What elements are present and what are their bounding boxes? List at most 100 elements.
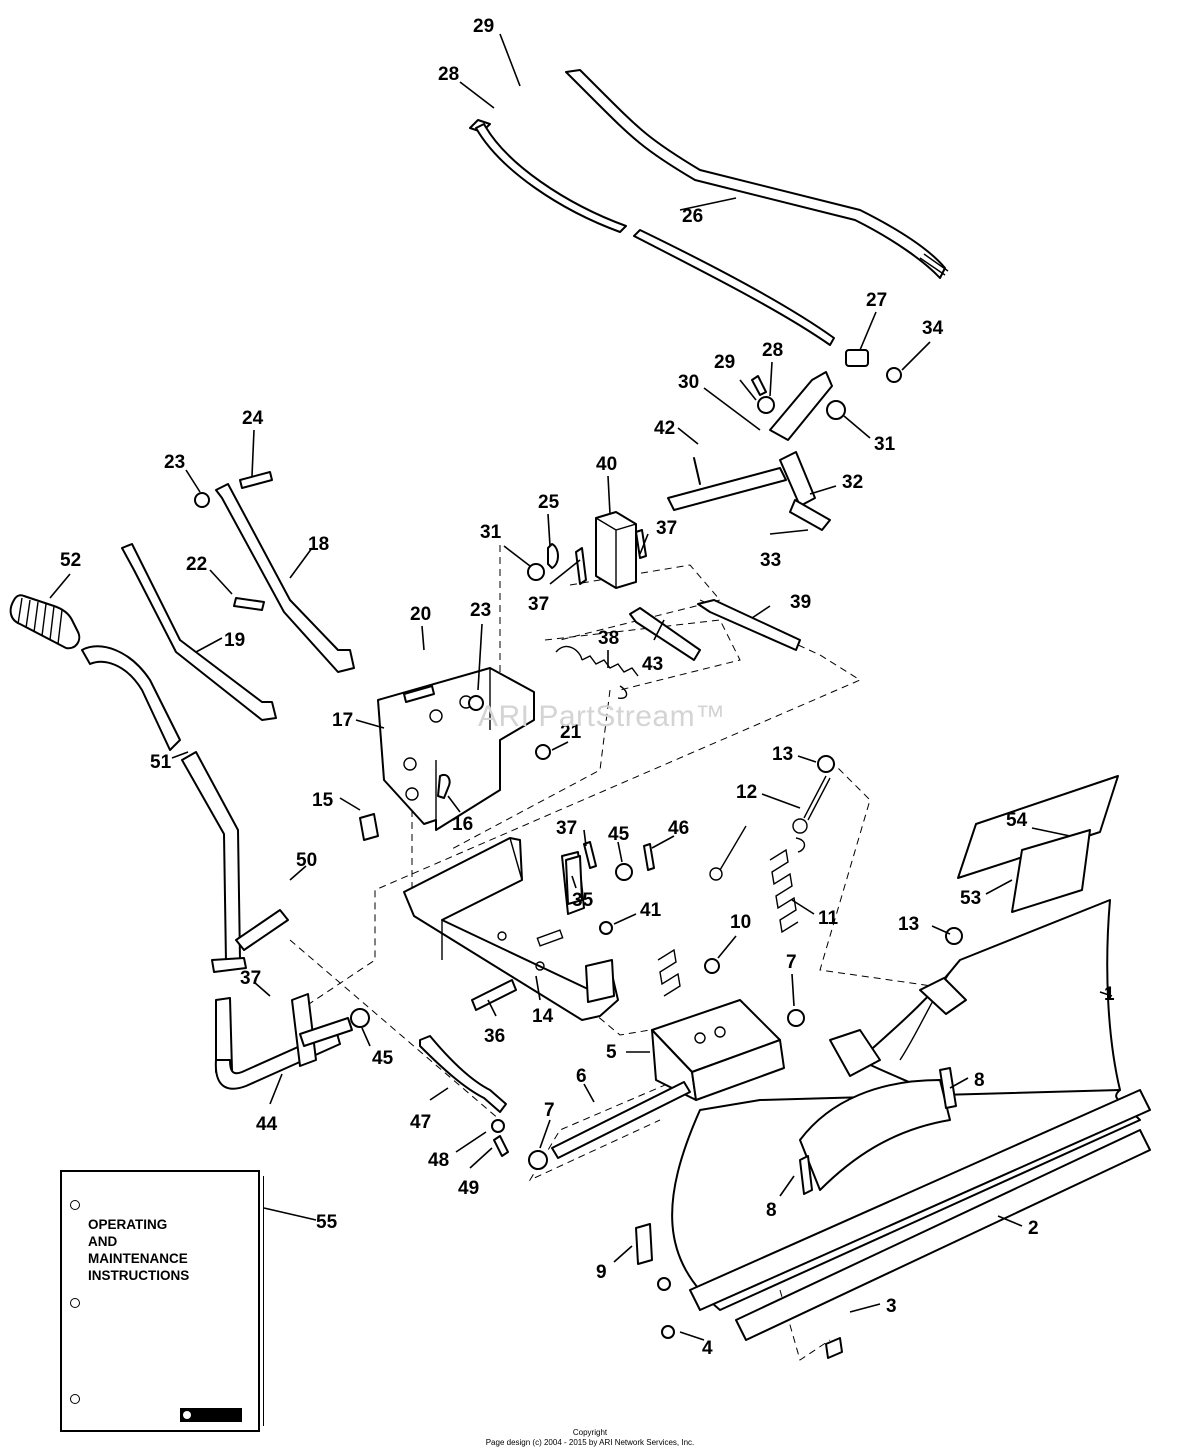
callout-28: 28 [438, 64, 459, 85]
callout-41: 41 [640, 900, 662, 921]
callout-1: 1 [1104, 984, 1115, 1005]
callout-54: 54 [1006, 810, 1028, 831]
copyright-notice: Copyright Page design (c) 2004 - 2015 by… [420, 1428, 760, 1448]
part-38-spring [555, 645, 639, 700]
callout-31: 31 [874, 434, 896, 455]
callout-29: 29 [714, 352, 735, 373]
watermark: ARI PartStream™ [478, 700, 726, 733]
callout-19: 19 [224, 630, 245, 651]
callout-10: 10 [730, 912, 751, 933]
callout-31: 31 [480, 522, 502, 543]
callout-49: 49 [458, 1178, 479, 1199]
callout-7: 7 [786, 952, 797, 973]
part-44-pin-handle [214, 993, 370, 1090]
callout-44: 44 [256, 1114, 278, 1135]
part-52-grip [9, 594, 81, 650]
callout-36: 36 [484, 1026, 505, 1047]
callout-23: 23 [164, 452, 185, 473]
callout-24: 24 [242, 408, 264, 429]
callout-40: 40 [596, 454, 617, 475]
callout-46: 46 [668, 818, 689, 839]
callout-17: 17 [332, 710, 353, 731]
callout-53: 53 [960, 888, 981, 909]
callout-35: 35 [572, 890, 594, 911]
part-47-linkage [419, 1035, 509, 1157]
binder-hole [70, 1298, 80, 1308]
part-9-bolt [635, 1223, 671, 1291]
callout-5: 5 [606, 1042, 617, 1063]
copyright-line-2: Page design (c) 2004 - 2015 by ARI Netwo… [485, 1438, 695, 1447]
callout-43: 43 [642, 654, 663, 675]
part-17-bracket [359, 667, 551, 841]
callout-48: 48 [428, 1150, 449, 1171]
part-11-spring [657, 825, 806, 997]
part-39-link [629, 599, 801, 661]
callout-30: 30 [678, 372, 699, 393]
manual-logo [180, 1408, 242, 1422]
part-26-rod [469, 69, 949, 346]
callout-11: 11 [818, 908, 839, 929]
callout-13: 13 [898, 914, 919, 935]
callout-51: 51 [150, 752, 172, 773]
part-2-cutting-edge [661, 1089, 1151, 1359]
part-8-brace [799, 1067, 957, 1195]
callout-9: 9 [596, 1262, 607, 1283]
callout-7: 7 [544, 1100, 555, 1121]
callout-45: 45 [372, 1048, 394, 1069]
callout-16: 16 [452, 814, 473, 835]
callout-18: 18 [308, 534, 329, 555]
binder-hole [70, 1394, 80, 1404]
callout-39: 39 [790, 592, 811, 613]
part-55-manual: OPERATING AND MAINTENANCE INSTRUCTIONS [60, 1170, 264, 1432]
callout-32: 32 [842, 472, 863, 493]
callout-22: 22 [186, 554, 207, 575]
callout-13: 13 [772, 744, 793, 765]
callout-47: 47 [410, 1112, 431, 1133]
callout-6: 6 [576, 1066, 587, 1087]
callout-28: 28 [762, 340, 783, 361]
callout-2: 2 [1028, 1218, 1039, 1239]
callout-37: 37 [240, 968, 261, 989]
manual-title: OPERATING AND MAINTENANCE INSTRUCTIONS [88, 1217, 190, 1283]
callout-52: 52 [60, 550, 81, 571]
callout-20: 20 [410, 604, 431, 625]
callout-55: 55 [316, 1212, 338, 1233]
copyright-line-1: Copyright [572, 1428, 608, 1437]
callout-23: 23 [470, 600, 491, 621]
callout-42: 42 [654, 418, 675, 439]
callout-14: 14 [532, 1006, 554, 1027]
part-19-arm [121, 543, 277, 721]
callout-37: 37 [528, 594, 549, 615]
callout-15: 15 [312, 790, 334, 811]
part-18-arm [194, 471, 355, 673]
callout-25: 25 [538, 492, 560, 513]
callout-21: 21 [560, 722, 582, 743]
callout-26: 26 [682, 206, 703, 227]
part-53-decal [1011, 829, 1091, 913]
part-12-eyebolt [792, 755, 835, 834]
callout-3: 3 [886, 1296, 897, 1317]
callout-45: 45 [608, 824, 630, 845]
manual-spine [259, 1176, 264, 1426]
part-5-pivot-plate [651, 958, 805, 1101]
callout-37: 37 [556, 818, 577, 839]
callout-27: 27 [866, 290, 887, 311]
callout-37: 37 [656, 518, 677, 539]
callout-leaders [49, 33, 1113, 1341]
callout-12: 12 [736, 782, 757, 803]
part-6-pin [528, 1081, 691, 1170]
callout-numbers: 29 28 26 27 34 29 28 30 31 42 32 33 40 2… [60, 16, 1115, 1359]
binder-hole [70, 1200, 80, 1210]
part-30-crank [667, 371, 846, 531]
callout-8: 8 [974, 1070, 985, 1091]
part-51-handle [81, 645, 289, 973]
part-54-decal [957, 775, 1119, 879]
callout-34: 34 [922, 318, 944, 339]
part-40-pivot-block [527, 511, 647, 589]
callout-8: 8 [766, 1200, 777, 1221]
part-35-bracket [471, 841, 655, 1011]
callout-4: 4 [702, 1338, 713, 1359]
callout-38: 38 [598, 628, 619, 649]
callout-33: 33 [760, 550, 781, 571]
